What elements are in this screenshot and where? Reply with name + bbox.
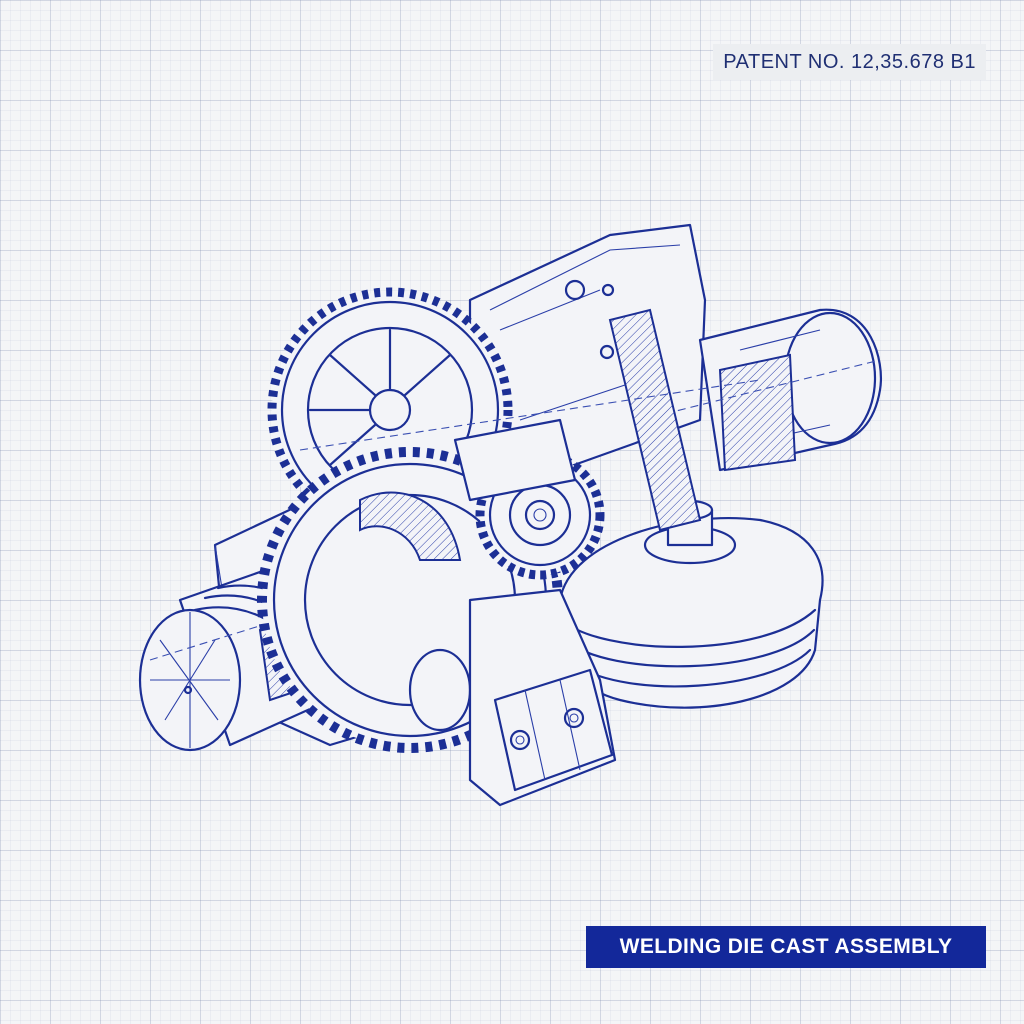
lower-mounting-bracket xyxy=(468,588,617,807)
assembly-title-banner: WELDING DIE CAST ASSEMBLY xyxy=(586,926,986,968)
patent-number-label: PATENT NO. 12,35.678 B1 xyxy=(713,44,986,80)
center-shaft-block xyxy=(299,379,761,502)
right-cylinder xyxy=(639,308,882,472)
connecting-arm xyxy=(608,308,702,532)
